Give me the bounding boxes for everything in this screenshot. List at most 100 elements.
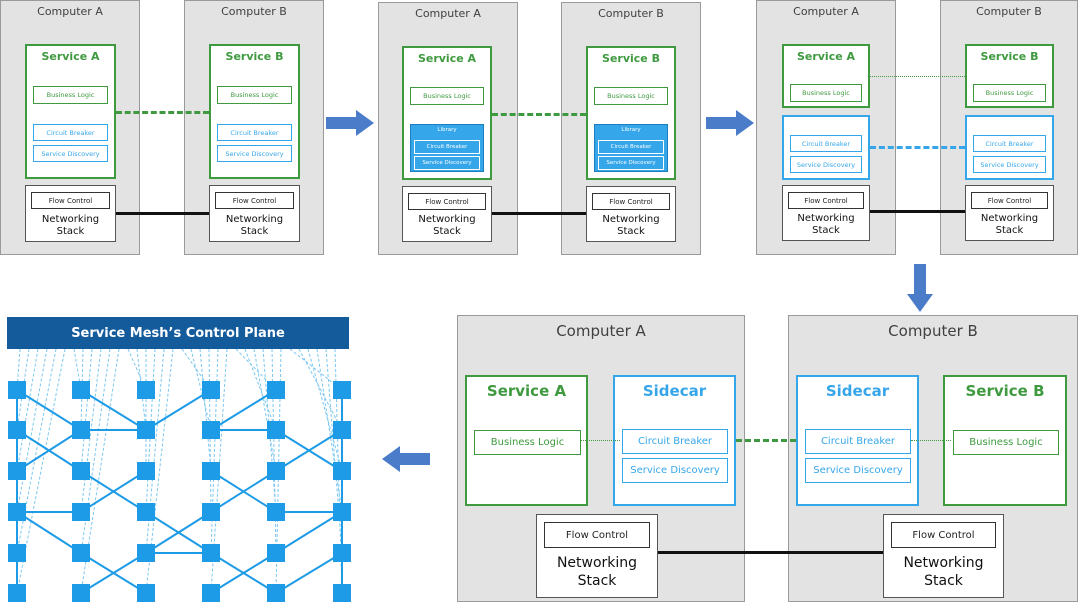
control-plane-link xyxy=(298,349,343,431)
networking-line1: Networking xyxy=(903,555,984,571)
mesh-node xyxy=(72,381,90,399)
mesh-node xyxy=(333,503,351,521)
networking-line2: Stack xyxy=(577,573,617,589)
mesh-link xyxy=(275,552,343,594)
networking-line1: Networking xyxy=(41,214,100,225)
networking-line2: Stack xyxy=(995,225,1024,236)
mesh-node xyxy=(202,462,220,480)
service-title: Service B xyxy=(225,50,284,63)
circuit-breaker-box: Circuit Breaker xyxy=(805,429,911,454)
control-plane-link xyxy=(325,349,343,554)
business-logic-box: Business Logic xyxy=(410,87,484,105)
circuit-breaker-box: Circuit Breaker xyxy=(33,124,108,141)
network-connection-line xyxy=(116,212,209,215)
networking-line1: Networking xyxy=(980,213,1039,224)
service-discovery-box: Service Discovery xyxy=(805,458,911,483)
mesh-link xyxy=(80,389,147,431)
panel4-service-a: Service A Business Logic xyxy=(465,375,588,506)
control-plane-banner: Service Mesh’s Control Plane xyxy=(7,317,349,349)
service-discovery-box: Service Discovery xyxy=(973,156,1046,173)
service-title: Service B xyxy=(965,382,1045,400)
mesh-node xyxy=(333,544,351,562)
mesh-node xyxy=(72,462,90,480)
flow-control-box: Flow Control xyxy=(544,522,650,548)
service-sidecar-link-b xyxy=(911,440,951,441)
computer-title: Computer A xyxy=(556,322,646,340)
sidecar-title: Sidecar xyxy=(825,382,890,400)
mesh-link xyxy=(210,470,277,513)
mesh-node xyxy=(137,544,155,562)
control-plane-link xyxy=(16,349,39,472)
panel2-networking-a: Flow Control Networking Stack xyxy=(402,186,492,242)
networking-line2: Stack xyxy=(812,225,840,236)
mesh-link xyxy=(145,511,212,554)
control-plane-link xyxy=(244,349,277,431)
panel2-networking-b: Flow Control Networking Stack xyxy=(586,186,676,242)
sidecar-connection-line xyxy=(736,439,796,442)
mesh-node xyxy=(72,544,90,562)
mesh-link xyxy=(16,389,82,431)
mesh-node xyxy=(72,503,90,521)
panel3-networking-b: Flow Control Networking Stack xyxy=(965,185,1054,241)
network-connection-line xyxy=(658,551,883,554)
panel4-networking-b: Flow Control Networking Stack xyxy=(883,514,1004,598)
service-title: Service A xyxy=(486,382,567,400)
panel3-service-a: Service A Business Logic xyxy=(782,44,870,108)
arrow-down-icon xyxy=(907,264,933,312)
service-discovery-box: Service Discovery xyxy=(217,145,292,162)
business-logic-box: Business Logic xyxy=(474,430,581,455)
computer-title: Computer A xyxy=(793,5,859,18)
panel4-sidecar-a: Sidecar Circuit Breaker Service Discover… xyxy=(613,375,736,506)
mesh-node xyxy=(137,381,155,399)
service-title: Service B xyxy=(980,50,1039,63)
mesh-node xyxy=(267,421,285,439)
flow-control-box: Flow Control xyxy=(408,193,486,210)
mesh-link xyxy=(145,389,212,431)
business-logic-box: Business Logic xyxy=(217,86,292,104)
library-title: Library xyxy=(437,127,457,133)
service-discovery-box: Service Discovery xyxy=(622,458,728,483)
arrow-right-icon xyxy=(326,110,374,136)
control-plane-link xyxy=(16,349,21,391)
panel1-service-a: Service A Business Logic Circuit Breaker… xyxy=(25,44,116,179)
mesh-link xyxy=(80,552,147,594)
control-plane-link xyxy=(210,349,219,554)
service-connection-line xyxy=(492,113,586,116)
sidecar-connection-line xyxy=(870,146,965,149)
panel1-networking-a: Flow Control Networking Stack xyxy=(25,185,116,242)
mesh-node xyxy=(72,421,90,439)
flow-control-box: Flow Control xyxy=(971,192,1048,209)
service-title: Service A xyxy=(41,50,100,63)
panel1-networking-b: Flow Control Networking Stack xyxy=(209,185,300,242)
networking-line2: Stack xyxy=(617,226,645,237)
service-discovery-box: Service Discovery xyxy=(414,156,480,170)
service-connection-line xyxy=(870,76,965,77)
service-title: Service A xyxy=(417,52,477,65)
control-plane-link xyxy=(16,349,48,513)
service-title: Service A xyxy=(796,50,856,63)
mesh-node xyxy=(137,421,155,439)
business-logic-box: Business Logic xyxy=(953,430,1059,455)
networking-line2: Stack xyxy=(433,226,461,237)
mesh-link xyxy=(210,389,277,431)
mesh-link xyxy=(275,511,343,554)
service-sidecar-link-a xyxy=(580,440,620,441)
arrow-left-icon xyxy=(382,446,430,472)
mesh-node xyxy=(333,421,351,439)
mesh-node xyxy=(8,503,26,521)
mesh-node xyxy=(8,421,26,439)
mesh-node xyxy=(267,584,285,602)
control-plane-link xyxy=(307,349,343,472)
mesh-node xyxy=(8,381,26,399)
mesh-node xyxy=(202,503,220,521)
flow-control-box: Flow Control xyxy=(891,522,996,548)
panel2-service-b: Service B Business Logic Library Circuit… xyxy=(586,46,676,180)
control-plane-link xyxy=(316,349,343,513)
networking-line2: Stack xyxy=(924,573,963,589)
circuit-breaker-box: Circuit Breaker xyxy=(622,429,728,454)
mesh-node xyxy=(267,381,285,399)
mesh-node xyxy=(333,584,351,602)
mesh-node xyxy=(137,462,155,480)
mesh-node xyxy=(8,462,26,480)
mesh-node xyxy=(8,544,26,562)
